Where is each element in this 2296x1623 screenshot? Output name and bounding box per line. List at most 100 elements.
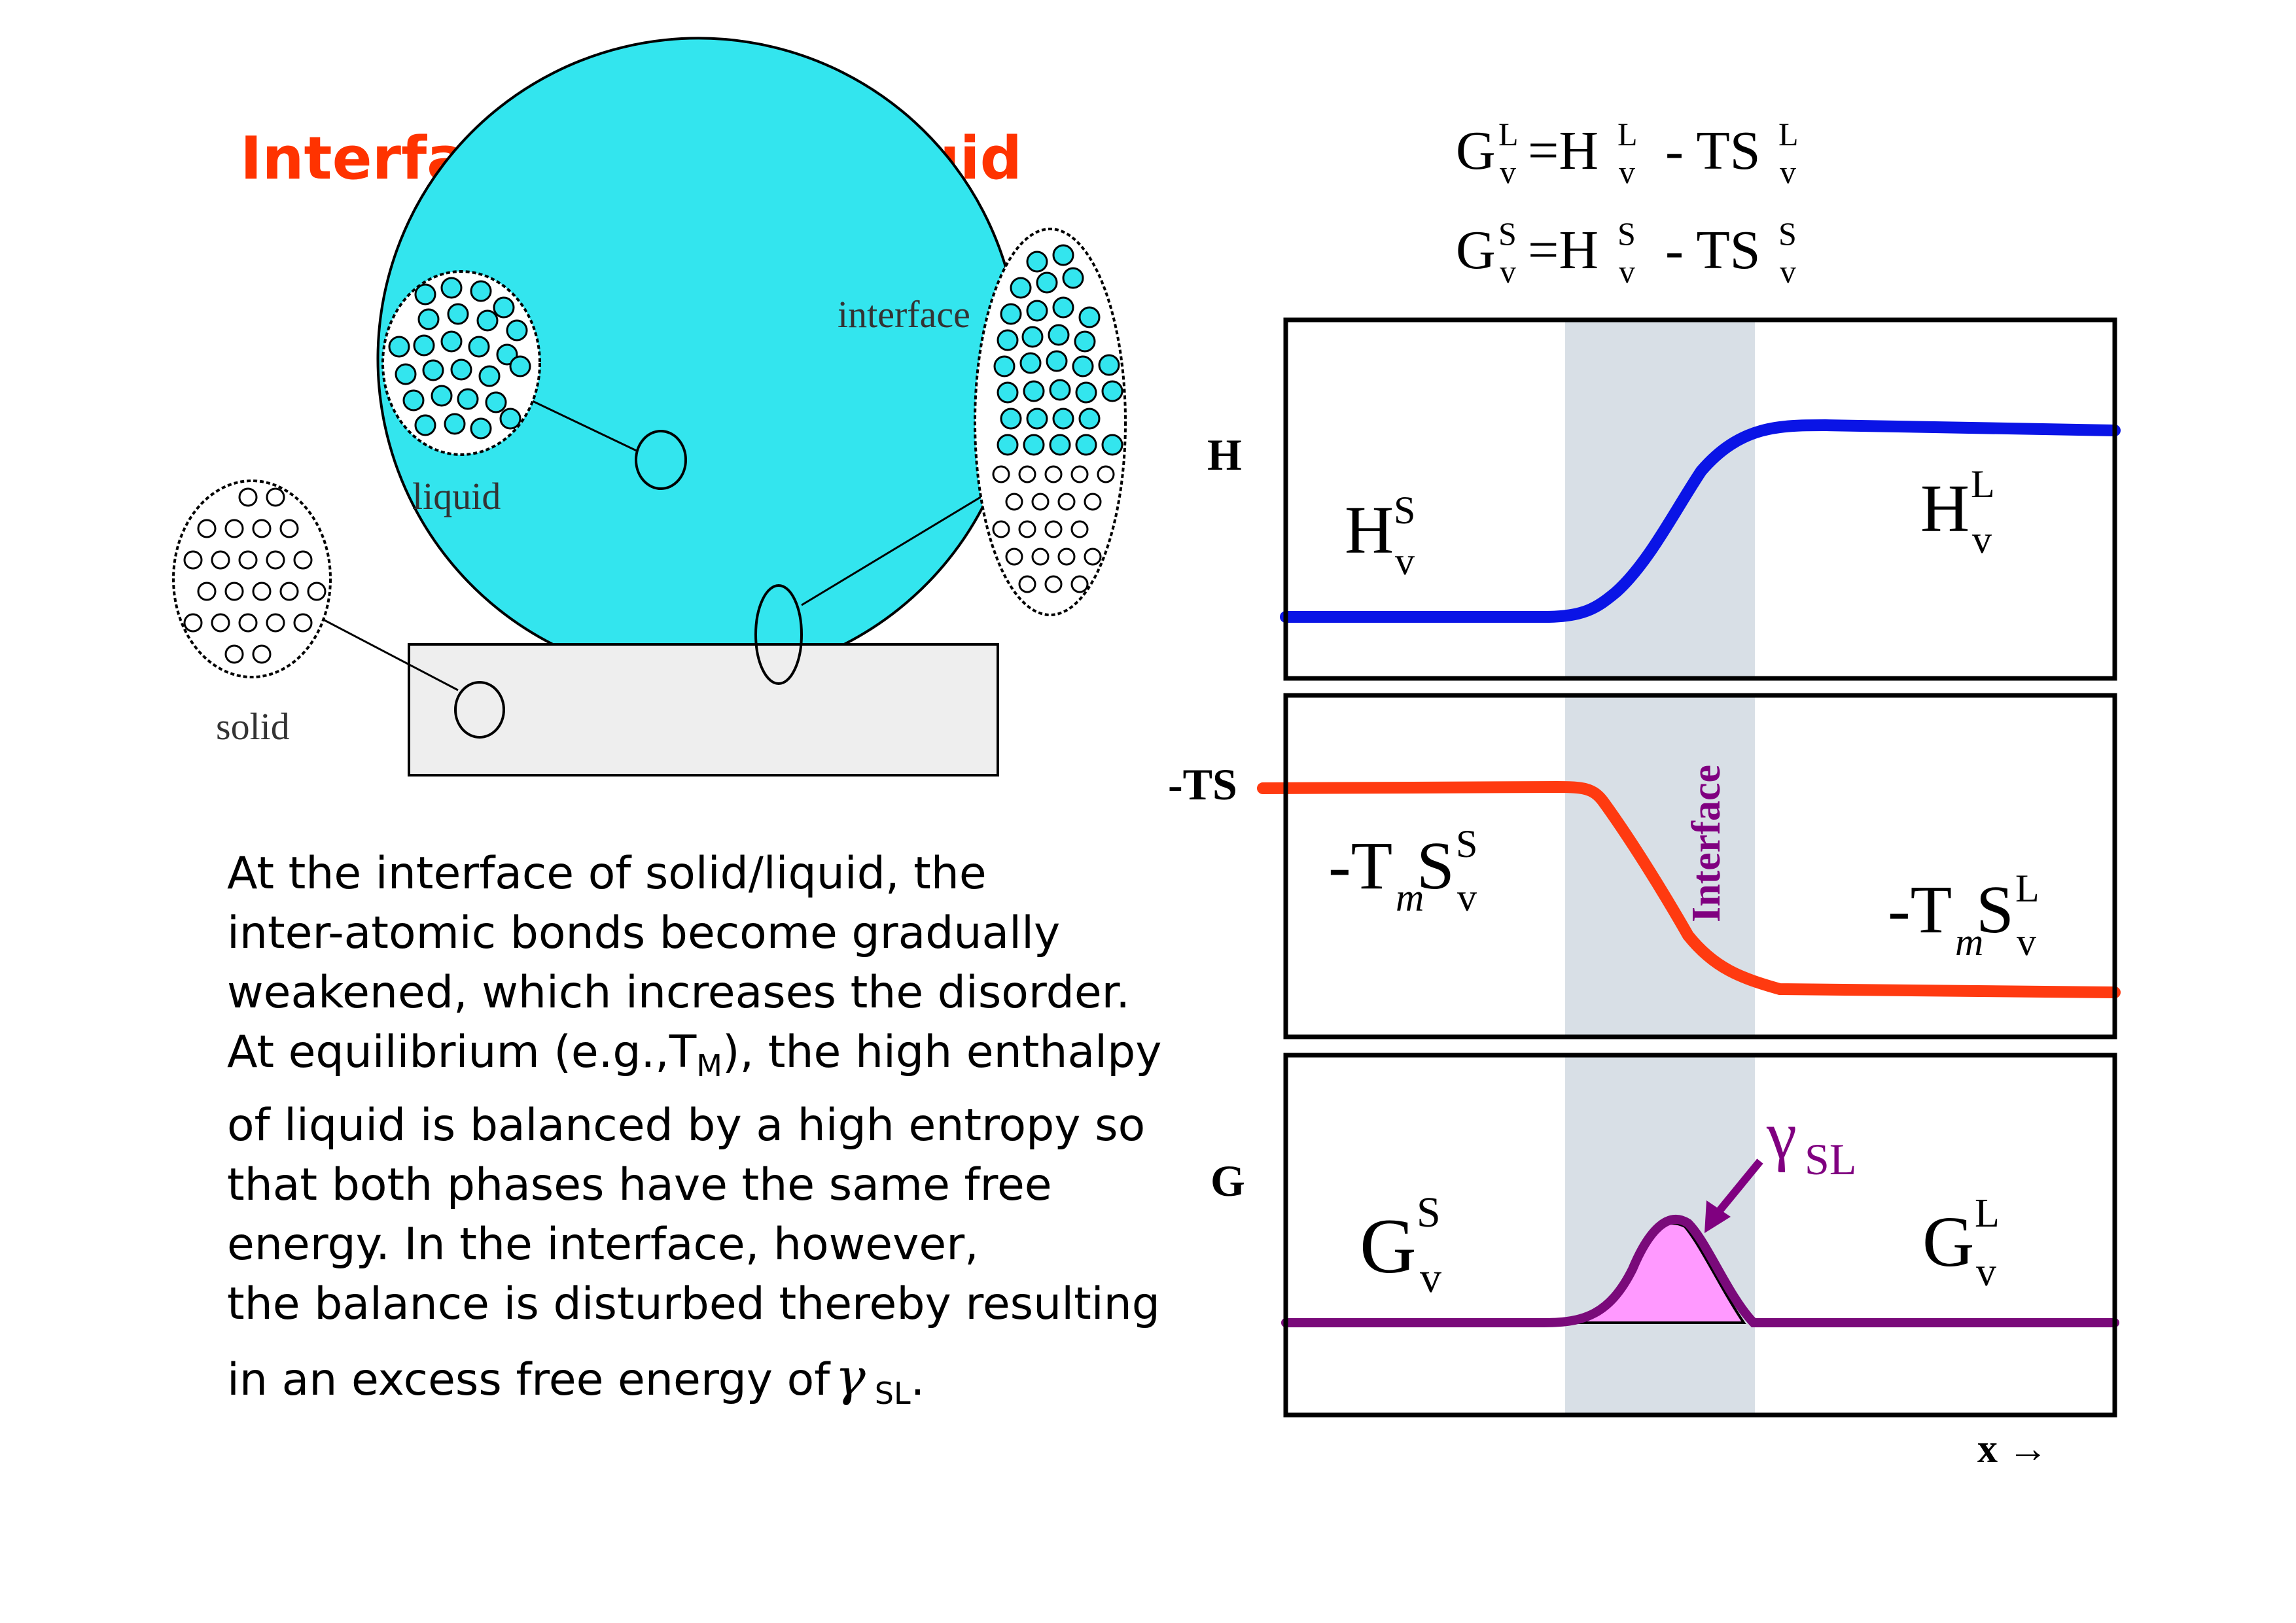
solid-atom [307,582,327,601]
svg-text:L: L [1498,116,1519,152]
interface-atom [1057,493,1076,511]
svg-text:S: S [1778,215,1797,252]
solid-connector [320,617,459,691]
gibbs-curve [1281,1215,2119,1327]
label-h-solid: H S v [1345,489,1415,583]
interface-atom [1044,575,1063,593]
svg-text:L: L [1617,116,1638,152]
solid-atom [266,487,285,507]
interface-atom [997,329,1019,351]
description-paragraph: At the interface of solid/liquid, the in… [227,844,1248,1423]
enthalpy-panel [1283,317,2117,681]
interface-atom [1098,354,1120,376]
gamma-sl-label: γ SL [1766,1098,1856,1184]
interface-atom [992,465,1010,483]
solid-atom [197,582,217,601]
svg-text:- TS: - TS [1665,220,1760,281]
interface-label: interface [838,293,970,336]
interface-atom [1010,277,1032,299]
interface-atom [1018,465,1036,483]
interface-atom [1005,493,1023,511]
liquid-atom [470,280,492,302]
liquid-atom [499,408,521,430]
para-line: At the interface of solid/liquid, the [227,848,987,899]
interface-atom [1075,381,1097,404]
solid-atom [266,613,285,633]
eq-sub: v [1780,253,1796,290]
interface-atom [1078,408,1101,430]
interface-atom [1070,465,1089,483]
symbol-sub-m: m [1955,920,1983,964]
interface-atom [1084,548,1102,566]
eq-minus-ts: - TS [1665,120,1760,181]
solid-atom [266,550,285,570]
interface-atom [1052,296,1074,319]
solid-atom [224,519,244,538]
interface-atom [992,520,1010,538]
interface-atom [1046,350,1068,372]
liquid-atom [485,391,507,413]
interface-atom [1062,267,1084,289]
interface-atom [1026,408,1048,430]
interface-atom [1031,548,1050,566]
eq-sub: v [1780,154,1796,190]
interface-atom [1026,300,1048,322]
solid-atom [211,613,230,633]
liquid-atom [402,389,425,411]
interface-atom [1084,493,1102,511]
interface-atom [1023,434,1045,456]
eq-sub: v [1619,154,1635,190]
svg-text:=H: =H [1528,220,1598,281]
symbol-s: S [1976,872,2014,947]
symbol-sup: L [2015,867,2040,910]
solid-atom [279,519,299,538]
eq-sub: v [1500,154,1516,190]
interface-atom [993,355,1016,377]
svg-text:- TS: - TS [1665,120,1760,181]
interface-atom [1021,326,1044,348]
liquid-atom [457,388,479,410]
para-line: weakened, which increases the disorder. [227,967,1130,1019]
equation-liquid: G L v =H L v - TS L v [1456,116,1799,190]
interface-atom [1101,434,1123,456]
svg-text:S: S [1498,215,1517,252]
eq-symbol: G [1456,120,1496,181]
interface-atom [1072,355,1094,377]
liquid-atom [476,309,499,332]
solid-liquid-sketch: interface liquid solid [172,37,1127,777]
interface-atom [1078,306,1101,328]
solid-atom [197,519,217,538]
gibbs-panel [1283,1053,2117,1418]
gamma-subscript: SL [1805,1134,1856,1184]
eq-symbol: G [1456,220,1496,281]
axis-label-g: G [1210,1156,1245,1206]
solid-atom [183,550,203,570]
liquid-atom [478,365,501,387]
liquid-atom [468,336,490,358]
interface-vertical-label: Interface [1684,765,1729,922]
para-line: inter-atomic bonds become gradually [227,907,1061,959]
interface-atom [1005,548,1023,566]
svg-text:G: G [1456,120,1496,181]
para-subscript: M [696,1048,722,1083]
solid-label: solid [216,705,290,748]
symbol-sup: S [1456,822,1477,865]
liquid-atom [440,277,463,299]
interface-atom [1036,271,1058,294]
eq-symbol: H [1559,220,1598,281]
eq-sup: S [1617,215,1636,252]
solid-atom [211,550,230,570]
interface-atom [1074,330,1096,353]
axis-label-h: H [1207,430,1242,480]
interface-atom [997,381,1019,404]
gamma-symbol: γ [1766,1098,1797,1173]
liquid-atoms [388,277,531,440]
symbol-sub: v [1972,518,1992,561]
para-line: of liquid is balanced by a high entropy … [227,1100,1146,1151]
solid-atom [238,613,258,633]
interface-atom [1044,465,1063,483]
symbol-base: -T [1888,872,1952,947]
interface-atoms [992,244,1123,593]
label-h-liquid: H L v [1920,462,1995,561]
